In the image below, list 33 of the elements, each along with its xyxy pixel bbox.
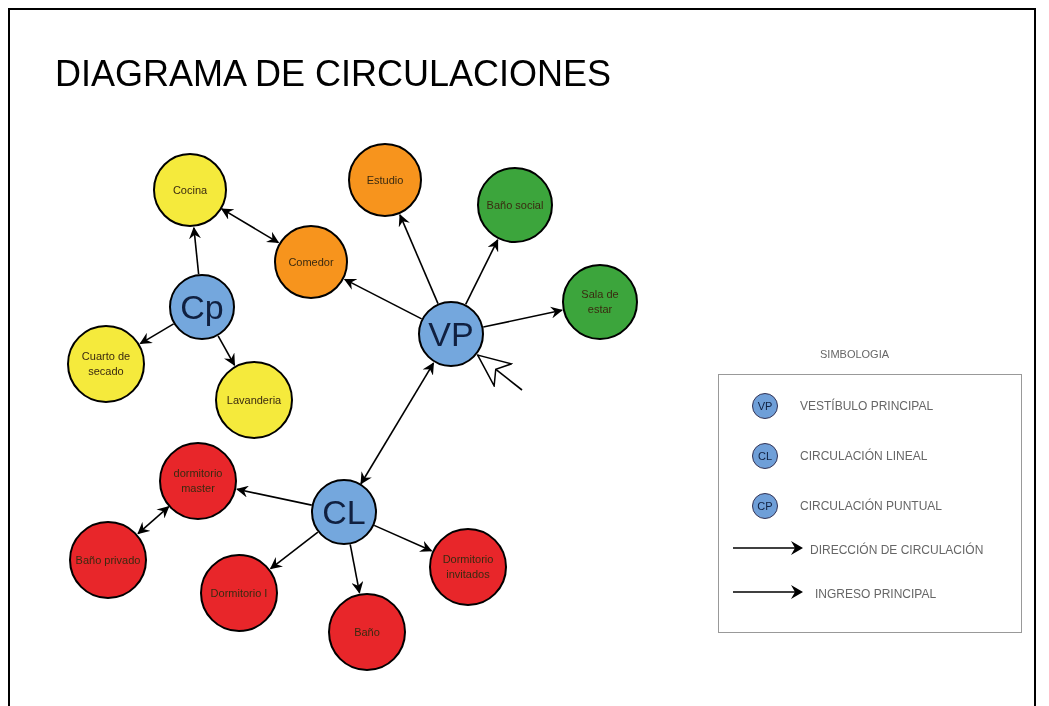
room-name: Cuarto de secado <box>80 349 132 379</box>
room-name: Cocina <box>171 182 209 198</box>
title: DIAGRAMA DE CIRCULACIONES <box>55 54 612 94</box>
arrow <box>236 485 313 506</box>
arrow <box>349 543 364 594</box>
legend-text: CIRCULACIÓN PUNTUAL <box>800 498 943 514</box>
node-abbreviation: Cp <box>180 289 224 325</box>
arrow <box>217 335 236 366</box>
legend-text: VESTÍBULO PRINCIPAL <box>800 398 934 414</box>
room-name: dormitorio master <box>172 466 224 496</box>
room-name: Sala de estar <box>580 287 620 317</box>
arrow <box>360 362 435 485</box>
arrow <box>189 226 201 275</box>
entrance-arrow <box>476 354 523 391</box>
arrow <box>137 505 170 535</box>
node-abbreviation: CL <box>322 494 366 530</box>
legend-text: DIRECCIÓN DE CIRCULACIÓN <box>810 542 984 558</box>
room-name: Baño <box>353 624 381 640</box>
legend-text: INGRESO PRINCIPAL <box>815 586 937 602</box>
arrow <box>343 278 423 320</box>
room-name: Lavanderia <box>225 392 283 408</box>
arrow <box>269 531 319 570</box>
room-name: Dormitorio I <box>209 585 269 601</box>
room-name: Estudio <box>365 172 405 188</box>
room-name: Comedor <box>287 254 335 270</box>
arrow <box>139 323 175 345</box>
arrow <box>220 208 280 244</box>
legend-title: SIMBOLOGIA <box>820 347 890 362</box>
room-name: Dormitorio invitados <box>441 552 495 582</box>
room-name: Baño social <box>485 197 545 213</box>
legend-text: CIRCULACIÓN LINEAL <box>800 448 928 464</box>
node-abbreviation: VP <box>428 316 474 352</box>
room-name: Baño privado <box>74 552 142 568</box>
